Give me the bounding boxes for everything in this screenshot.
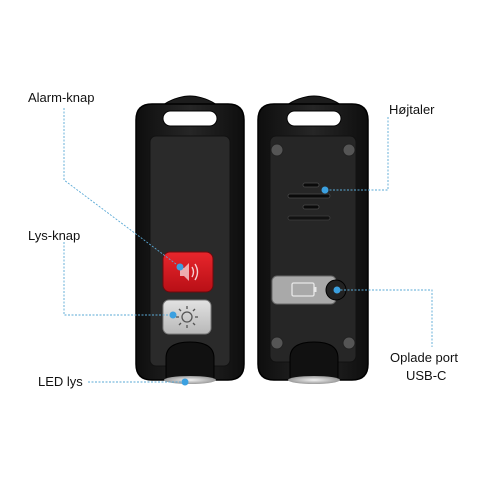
front-ring-hole: [162, 110, 218, 127]
label-led-light: LED lys: [38, 374, 83, 389]
screw-bottom-right: [342, 336, 356, 350]
back-panel: [269, 135, 357, 363]
callout-dot-led: [181, 378, 189, 386]
front-device: [135, 95, 245, 384]
battery-icon: [291, 282, 317, 297]
light-button: [162, 299, 212, 335]
sun-icon: [176, 306, 198, 328]
label-alarm-button: Alarm-knap: [28, 90, 95, 105]
front-led-housing: [165, 341, 215, 381]
screw-bottom-left: [270, 336, 284, 350]
speaker-grille: [287, 182, 331, 221]
label-speaker: Højtaler: [389, 102, 435, 117]
speaker-icon: [180, 263, 199, 281]
callout-dot-alarm: [176, 263, 184, 271]
callout-lines: [63, 108, 433, 383]
back-ring-hole: [286, 110, 342, 127]
callout-dot-port: [333, 286, 341, 294]
label-usb-c: USB-C: [406, 368, 447, 383]
screw-top-right: [342, 143, 356, 157]
callout-dots: [169, 186, 341, 386]
led-light: [164, 376, 216, 384]
callout-dot-speaker: [321, 186, 329, 194]
label-light-button: Lys-knap: [28, 228, 81, 243]
label-charging-port: Oplade port: [390, 350, 458, 365]
callout-dot-light: [169, 311, 177, 319]
screw-top-left: [270, 143, 284, 157]
back-bottom-housing: [289, 341, 339, 381]
callout-line-alarm: [63, 108, 181, 268]
back-device: [257, 95, 369, 384]
callout-line-port: [337, 289, 433, 347]
back-bottom-lens: [288, 376, 340, 384]
